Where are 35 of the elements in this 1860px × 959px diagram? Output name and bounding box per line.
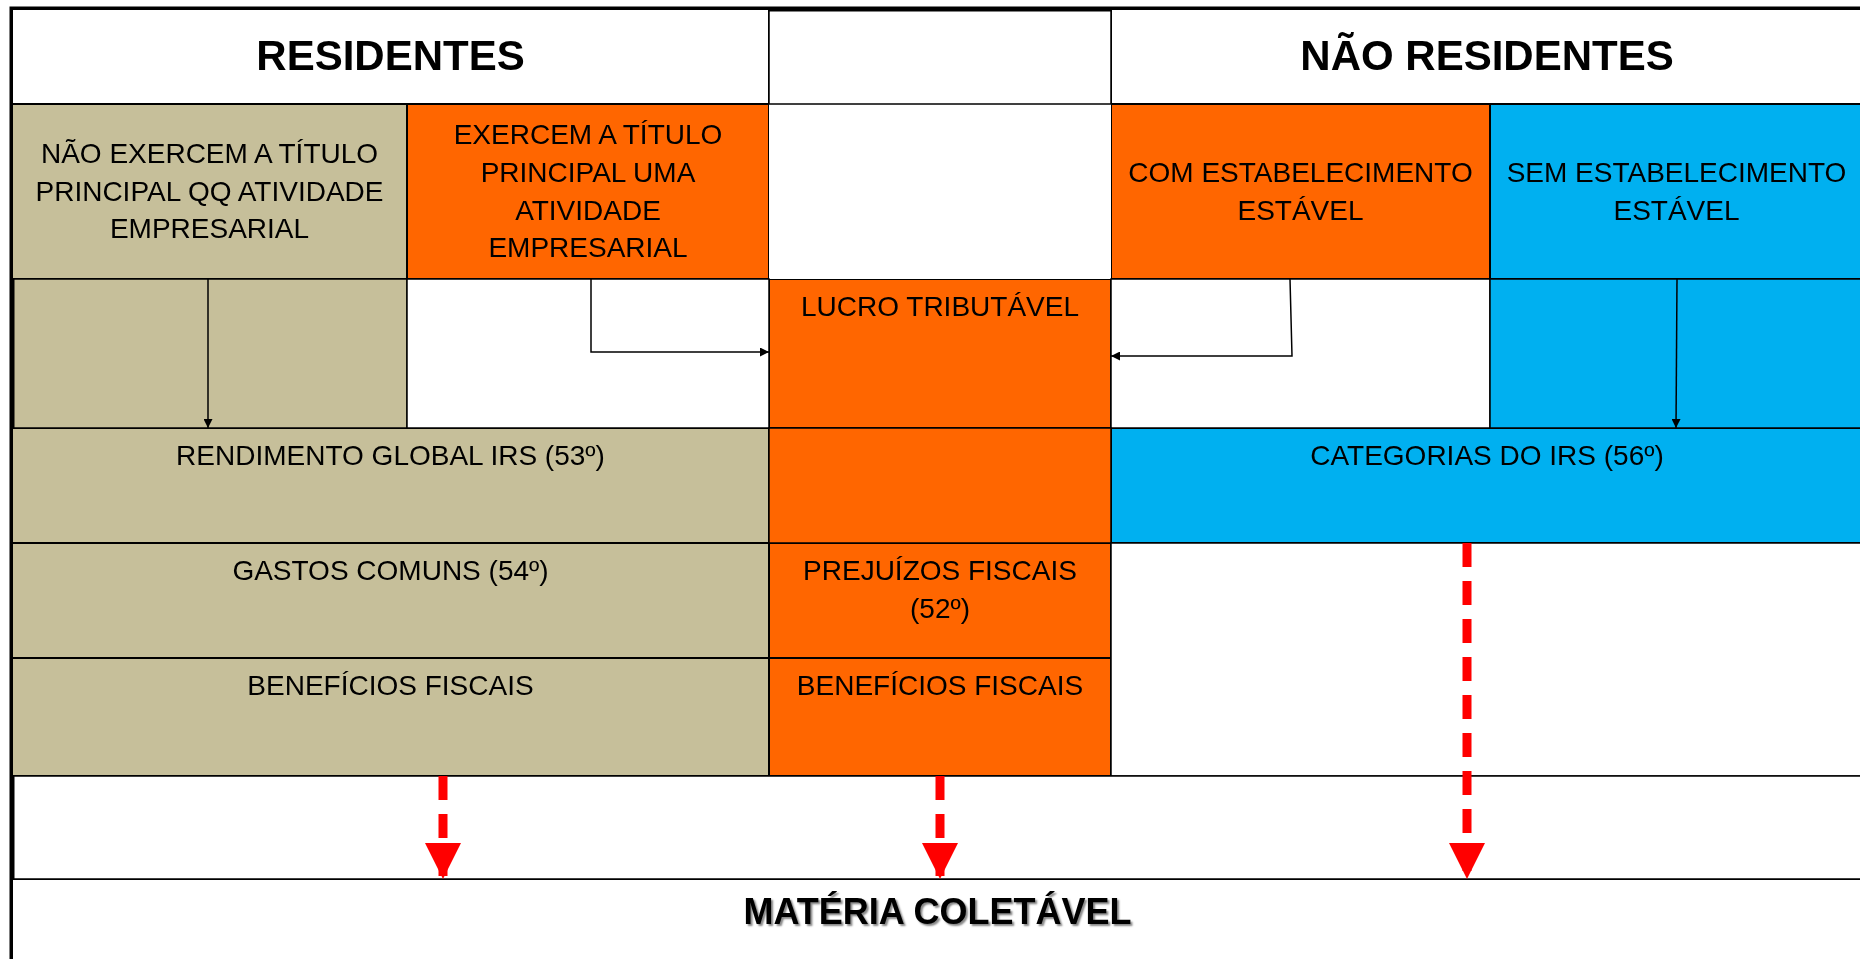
arrow: [203, 278, 213, 429]
cell-text: COM ESTABELECIMENTO ESTÁVEL: [1127, 155, 1474, 228]
table-cell: [769, 658, 1111, 776]
arrow: [590, 278, 770, 357]
arrow: [1110, 278, 1293, 361]
table-cell: [1111, 428, 1860, 543]
arrow: [1449, 543, 1485, 879]
header-cell: [1111, 9, 1860, 104]
column-heading: RESIDENTES: [255, 31, 526, 82]
table-cell: [1111, 104, 1490, 279]
table-cell: [769, 543, 1111, 658]
table-cell: [769, 279, 1111, 428]
cell-text: SEM ESTABELECIMENTO ESTÁVEL: [1505, 155, 1848, 228]
cell-text: BENEFÍCIOS FISCAIS: [246, 669, 535, 703]
cell-text: PREJUÍZOS FISCAIS (52º): [802, 554, 1078, 626]
cell-text: CATEGORIAS DO IRS (56º): [1309, 439, 1665, 473]
cell-text: EXERCEM A TÍTULO PRINCIPAL UMA ATIVIDADE EMPRESARIAL: [452, 117, 724, 266]
cell-text: RENDIMENTO GLOBAL IRS (53º): [175, 439, 606, 473]
cell-text: NÃO EXERCEM A TÍTULO PRINCIPAL QQ ATIVIDADE EMPRESARIAL: [34, 136, 385, 247]
table-cell: [407, 104, 769, 279]
cell-text: GASTOS COMUNS (54º): [231, 554, 550, 588]
result-cell: [12, 879, 1860, 959]
arrow: [425, 776, 461, 879]
column-heading: NÃO RESIDENTES: [1299, 31, 1675, 82]
table-cell: [12, 543, 769, 658]
table-cell: [12, 658, 769, 776]
arrow: [922, 776, 958, 879]
result-heading: MATÉRIA COLETÁVEL: [742, 890, 1133, 934]
table-cell: [12, 104, 407, 279]
arrow: [1671, 278, 1681, 429]
header-cell: [12, 9, 769, 104]
table-cell: [1490, 104, 1860, 279]
cell-text: LUCRO TRIBUTÁVEL: [800, 290, 1080, 324]
cell-text: BENEFÍCIOS FISCAIS: [795, 669, 1085, 703]
table-cell: [12, 428, 769, 543]
